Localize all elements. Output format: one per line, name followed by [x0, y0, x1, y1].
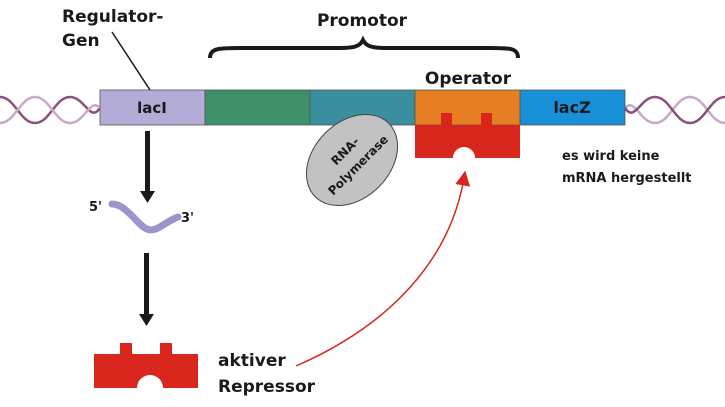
operator-label: Operator	[425, 69, 512, 89]
dna-helix-left	[0, 95, 102, 125]
repressor-binding-arrow	[295, 170, 471, 367]
three-prime-label: 3'	[181, 211, 194, 226]
no-mrna-text-line2: mRNA hergestellt	[562, 171, 692, 186]
lacI-segment	[99, 89, 206, 126]
lacZ-label: lacZ	[553, 98, 590, 117]
lacZ-segment	[519, 89, 626, 126]
bound-repressor	[415, 113, 520, 158]
repressor-label-line2: Repressor	[218, 377, 316, 397]
regulator-gene-leader-line	[111, 31, 151, 91]
transcription-arrow	[140, 131, 155, 203]
promotor-segment-1	[204, 89, 311, 126]
promotor-brace	[208, 35, 520, 59]
dna-helix-right	[623, 95, 725, 125]
no-mrna-text-line1: es wird keine	[562, 149, 660, 164]
lacI-label: lacI	[137, 99, 167, 117]
translation-arrow	[139, 253, 154, 326]
regulator-gene-label-line1: Regulator-	[62, 7, 163, 27]
active-repressor-shape	[94, 343, 198, 388]
promotor-label: Promotor	[317, 11, 408, 31]
regulator-gene-label-line2: Gen	[62, 31, 100, 51]
mrna-strand	[108, 200, 182, 234]
five-prime-label: 5'	[89, 200, 102, 215]
operator-segment	[414, 89, 521, 126]
repressor-label-line1: aktiver	[218, 351, 286, 371]
